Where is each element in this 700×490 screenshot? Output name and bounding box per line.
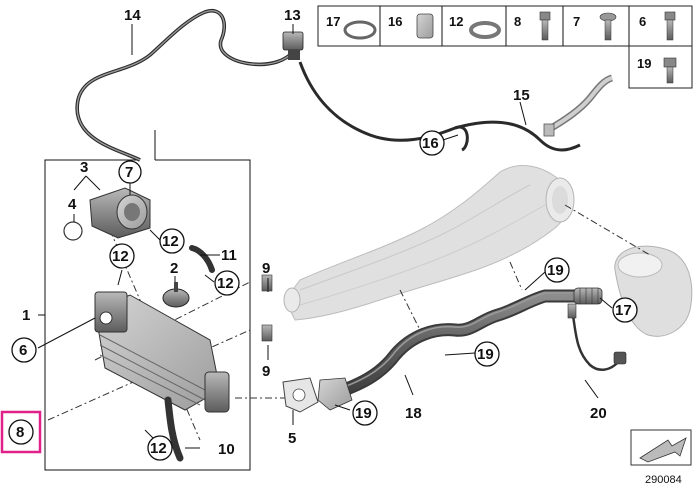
callout-19a: 19	[355, 405, 372, 422]
pipe-15	[543, 74, 614, 137]
egr-valve	[89, 187, 151, 239]
callout-19a-circle	[352, 400, 378, 426]
diagram-corner-icon	[630, 429, 692, 466]
bolts-9	[261, 274, 273, 342]
callout-8-circle	[8, 419, 34, 445]
callout-7-circle	[118, 160, 142, 184]
egr-cooler	[94, 291, 230, 413]
hardware-legend: 17 16 12 8 7 6 19	[317, 5, 693, 89]
diagram-code: 290084	[645, 474, 682, 486]
callout-19b: 19	[477, 346, 494, 363]
callout-16-circle	[419, 130, 445, 156]
sensor-13	[282, 31, 581, 152]
legend-item-19: 19	[637, 56, 651, 71]
throttle-housing	[614, 245, 693, 337]
sensor-20	[567, 303, 627, 371]
callout-12b-circle	[109, 243, 135, 269]
callout-3: 3	[80, 159, 88, 176]
egr-pipe-18	[317, 287, 603, 411]
callout-2: 2	[170, 260, 178, 277]
callout-14: 14	[124, 7, 141, 24]
egr-module-frame	[44, 130, 251, 471]
hose-10	[164, 396, 184, 462]
callout-5: 5	[288, 430, 296, 447]
callout-12d-circle	[147, 435, 173, 461]
hose-11	[189, 245, 215, 273]
callout-12c-circle	[214, 270, 240, 296]
hose-14	[75, 8, 295, 162]
callout-9a: 9	[262, 260, 270, 277]
highlight-box-8	[0, 410, 42, 454]
callout-4: 4	[68, 196, 77, 213]
vacuum-unit-2	[162, 282, 190, 308]
callout-1: 1	[22, 307, 30, 324]
callout-12d: 12	[150, 440, 167, 457]
legend-item-16: 16	[388, 14, 402, 29]
callout-12b: 12	[112, 248, 129, 265]
legend-item-8: 8	[514, 14, 521, 29]
callout-16: 16	[422, 135, 439, 152]
callout-11: 11	[221, 247, 237, 264]
callout-18: 18	[405, 405, 422, 422]
legend-item-17: 17	[326, 14, 340, 29]
gasket-5	[282, 377, 319, 413]
intake-manifold	[283, 165, 575, 321]
callout-12a: 12	[162, 233, 179, 250]
callout-17-circle	[612, 297, 638, 323]
legend-item-12: 12	[449, 14, 463, 29]
callout-19b-circle	[474, 341, 500, 367]
callout-10: 10	[218, 441, 235, 458]
callout-15: 15	[513, 87, 530, 104]
legend-item-7: 7	[573, 14, 580, 29]
callout-7: 7	[125, 164, 133, 181]
callout-8: 8	[16, 424, 24, 441]
callouts: 14 13 15 16 3 7 4 12 11 12 2 12 9 9 1 6 …	[0, 7, 638, 461]
callout-20: 20	[590, 405, 607, 422]
callout-12a-circle	[159, 228, 185, 254]
callout-19c: 19	[547, 262, 564, 279]
callout-13: 13	[284, 7, 301, 24]
callout-17: 17	[615, 302, 632, 319]
callout-12c: 12	[217, 275, 234, 292]
callout-9b: 9	[262, 363, 270, 380]
legend-item-6: 6	[639, 14, 646, 29]
callout-6: 6	[19, 342, 27, 359]
o-ring-4	[63, 221, 83, 241]
callout-19c-circle	[544, 257, 570, 283]
callout-6-circle	[11, 337, 37, 363]
